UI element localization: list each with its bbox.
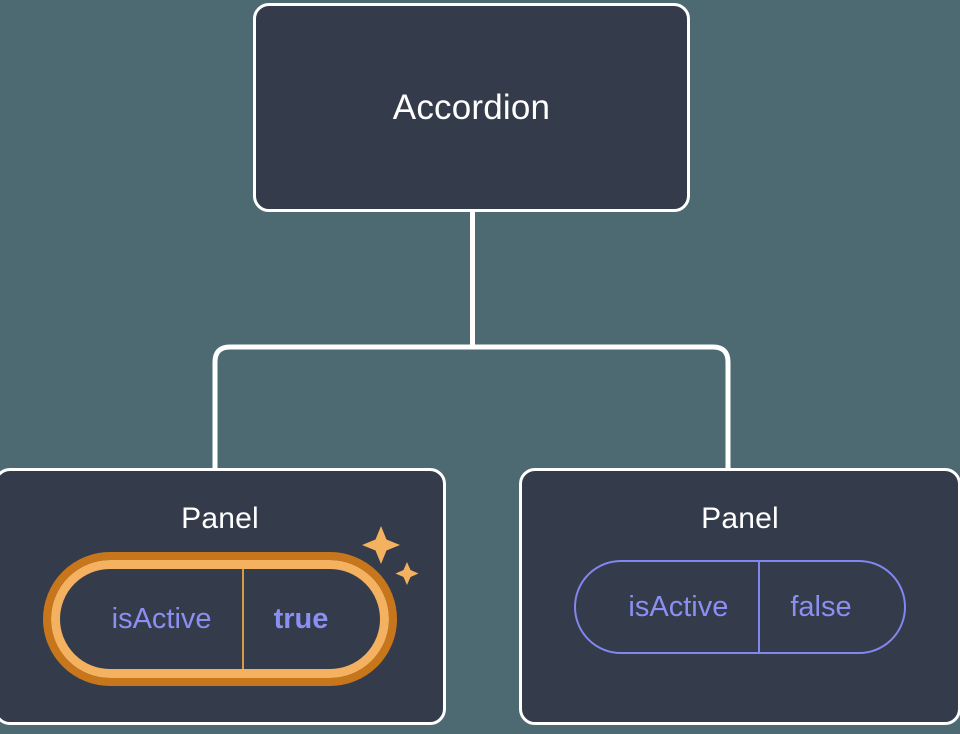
node-title: Accordion bbox=[392, 87, 551, 127]
node-title: Panel bbox=[701, 502, 779, 535]
prop-value: true bbox=[241, 569, 381, 669]
prop-pill-wrapper: isActive true bbox=[42, 526, 419, 686]
edge-branch-bar bbox=[212, 344, 731, 468]
prop-pill-isactive[interactable]: isActive false bbox=[574, 560, 906, 654]
prop-pill-isactive[interactable]: isActive true bbox=[42, 552, 398, 686]
node-panel-inactive[interactable]: Panel isActive false bbox=[519, 468, 960, 725]
sparkle-large-icon bbox=[362, 526, 401, 564]
prop-value: false bbox=[758, 562, 903, 652]
prop-key: isActive bbox=[111, 602, 212, 635]
prop-key: isActive bbox=[628, 590, 729, 623]
node-accordion[interactable]: Accordion bbox=[253, 3, 690, 212]
node-panel-active[interactable]: Panel isActive true bbox=[0, 468, 446, 725]
node-title: Panel bbox=[181, 502, 259, 535]
sparkle-small-icon bbox=[395, 562, 419, 585]
prop-pill-wrapper: isActive false bbox=[574, 560, 906, 654]
